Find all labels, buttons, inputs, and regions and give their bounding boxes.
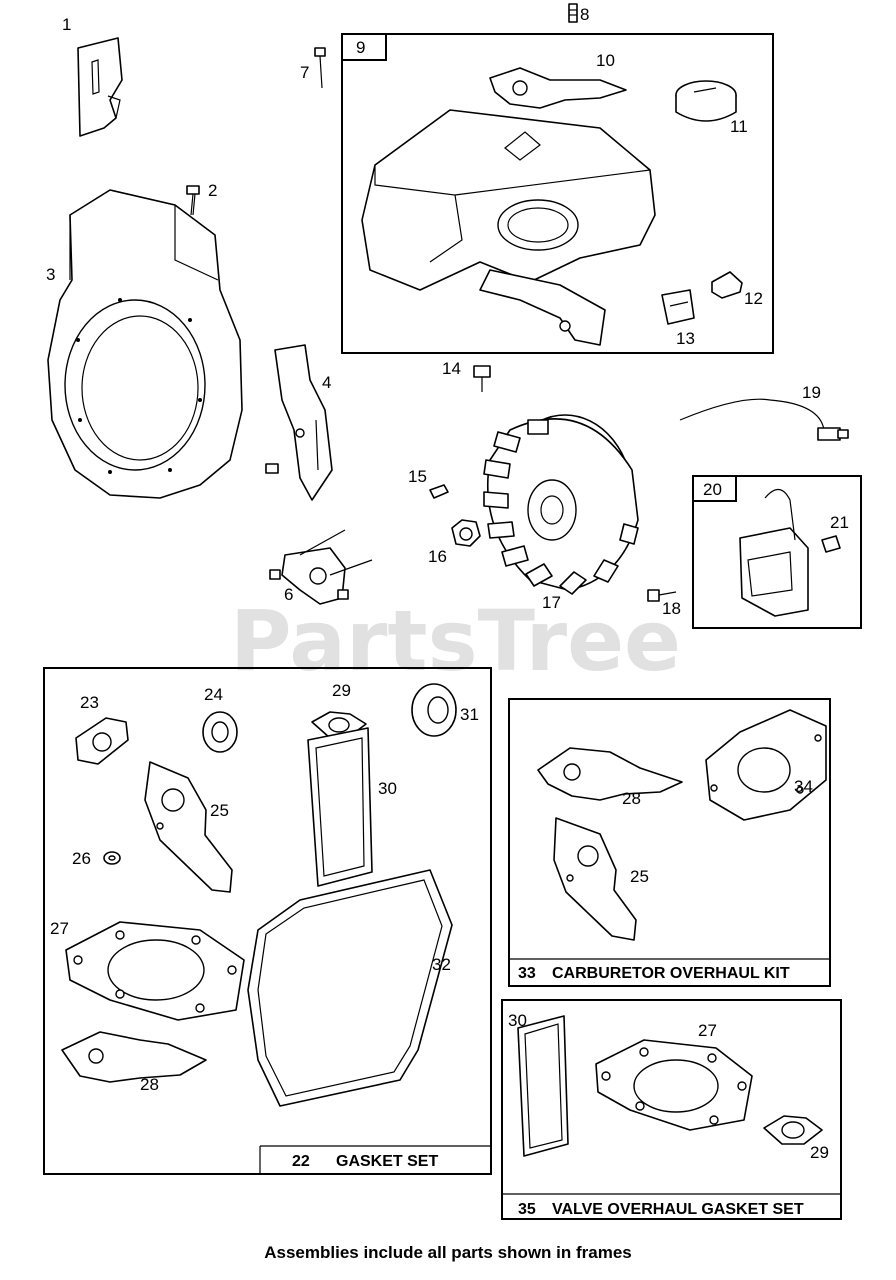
part-3-blower-housing[interactable]: [47, 189, 243, 499]
part-15-key[interactable]: [429, 484, 449, 499]
crankcase-gasket-32[interactable]: [247, 869, 453, 1107]
valve-kit-number: 35: [518, 1201, 536, 1218]
part-19-ground-wire[interactable]: [679, 398, 849, 441]
frame-22-gasket-set: [43, 667, 492, 1175]
callout-23: 23: [80, 693, 99, 712]
callout-2: 2: [208, 181, 217, 200]
callout-29-gasket-set: 29: [332, 681, 351, 700]
valve-kit-title: VALVE OVERHAUL GASKET SET: [552, 1201, 804, 1218]
part-17-flywheel[interactable]: [483, 414, 639, 595]
callout-28-gasket-set: 28: [140, 1075, 159, 1094]
part-9-fuel-tank[interactable]: [361, 109, 656, 346]
part-2-bolt[interactable]: [186, 185, 200, 216]
callout-17: 17: [542, 593, 561, 612]
footer-note: Assemblies include all parts shown in fr…: [264, 1243, 632, 1262]
callout-9: 9: [356, 38, 365, 57]
callout-3: 3: [46, 265, 55, 284]
callout-11: 11: [730, 117, 748, 136]
head-gasket-27-valve[interactable]: [595, 1039, 753, 1131]
callout-1: 1: [62, 15, 71, 34]
frame-35-valve-kit: [501, 999, 842, 1220]
callout-15: 15: [408, 467, 427, 486]
seal-24[interactable]: [202, 711, 238, 753]
callout-13: 13: [676, 329, 695, 348]
callout-24: 24: [204, 685, 223, 704]
callout-14: 14: [442, 359, 461, 378]
callout-16: 16: [428, 547, 447, 566]
part-1-bracket[interactable]: [77, 37, 123, 137]
callout-34: 34: [794, 777, 813, 796]
callout-32: 32: [432, 955, 451, 974]
part-13-bracket[interactable]: [661, 289, 695, 325]
head-gasket-27[interactable]: [65, 921, 245, 1021]
callout-7: 7: [300, 63, 309, 82]
washer-26[interactable]: [103, 851, 121, 865]
callout-10: 10: [596, 51, 615, 70]
callout-12: 12: [744, 289, 763, 308]
carburetor-kit-title: CARBURETOR OVERHAUL KIT: [552, 965, 790, 982]
gasket-set-title: GASKET SET: [336, 1153, 438, 1170]
callout-21: 21: [830, 513, 849, 532]
part-10-tank-gasket[interactable]: [489, 67, 627, 109]
gasket-25-carb[interactable]: [553, 817, 637, 941]
frame-20-ignition-module: [692, 475, 862, 629]
gasket-30-valve[interactable]: [517, 1015, 569, 1157]
frame-33-carburetor-kit: [508, 698, 831, 987]
gasket-30-left[interactable]: [307, 727, 373, 887]
gasket-set-number: 22: [292, 1153, 310, 1170]
gasket-25-left[interactable]: [144, 761, 233, 893]
gasket-34[interactable]: [705, 709, 827, 821]
callout-labels: 1 2 3 4 6 7 8 9 10 11 12 13 14 15 16 17 …: [46, 5, 849, 1162]
callout-8: 8: [580, 5, 589, 24]
callout-18: 18: [662, 599, 681, 618]
part-6-armature[interactable]: [269, 529, 373, 605]
part-21-clip[interactable]: [821, 535, 841, 553]
callout-27-valve-kit: 27: [698, 1021, 717, 1040]
part-18-bolt[interactable]: [647, 589, 677, 602]
callout-19: 19: [802, 383, 821, 402]
callout-6: 6: [284, 585, 293, 604]
part-14-bolt[interactable]: [473, 365, 491, 392]
callout-30-valve-kit: 30: [508, 1011, 527, 1030]
part-11-fuel-cap[interactable]: [675, 80, 737, 122]
part-16-nut[interactable]: [451, 519, 481, 547]
callout-4: 4: [322, 373, 331, 392]
callout-30-gasket-set: 30: [378, 779, 397, 798]
part-8-screw[interactable]: [568, 3, 578, 23]
gasket-23[interactable]: [75, 717, 129, 765]
callout-26: 26: [72, 849, 91, 868]
watermark: PartsTree: [230, 592, 681, 690]
gasket-28-left[interactable]: [61, 1031, 207, 1083]
callout-25-gasket-set: 25: [210, 801, 229, 820]
frame-9-fuel-tank: [341, 33, 774, 354]
callout-31: 31: [460, 705, 479, 724]
gasket-29-valve[interactable]: [763, 1115, 823, 1145]
callout-27-gasket-set: 27: [50, 919, 69, 938]
part-7-screw[interactable]: [314, 47, 326, 89]
part-12-clip[interactable]: [711, 271, 743, 299]
part-20-armature[interactable]: [739, 488, 809, 617]
callout-29-valve-kit: 29: [810, 1143, 829, 1162]
callout-28-carb-kit: 28: [622, 789, 641, 808]
callout-25-carb-kit: 25: [630, 867, 649, 886]
carburetor-kit-number: 33: [518, 965, 536, 982]
kit-titles: 22 GASKET SET 33 CARBURETOR OVERHAUL KIT…: [292, 965, 804, 1218]
part-4-deflector[interactable]: [265, 344, 333, 501]
seal-31[interactable]: [411, 683, 457, 737]
gasket-28-carb[interactable]: [537, 747, 683, 801]
callout-20: 20: [703, 480, 722, 499]
